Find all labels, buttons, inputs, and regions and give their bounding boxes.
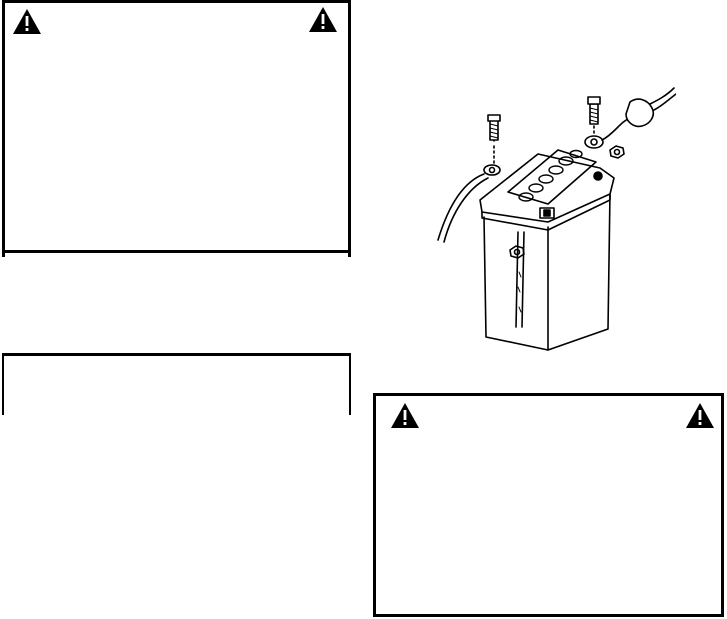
warning-triangle-icon (686, 403, 714, 428)
box-corner-mark (2, 253, 5, 257)
note-box (2, 353, 351, 415)
box-corner-mark (348, 253, 351, 257)
warning-box-top (2, 0, 351, 253)
warning-triangle-icon (13, 9, 41, 34)
battery-illustration (437, 87, 676, 351)
warning-triangle-icon (309, 7, 337, 32)
warning-box-bottom (373, 393, 724, 617)
warning-triangle-icon (391, 403, 419, 428)
